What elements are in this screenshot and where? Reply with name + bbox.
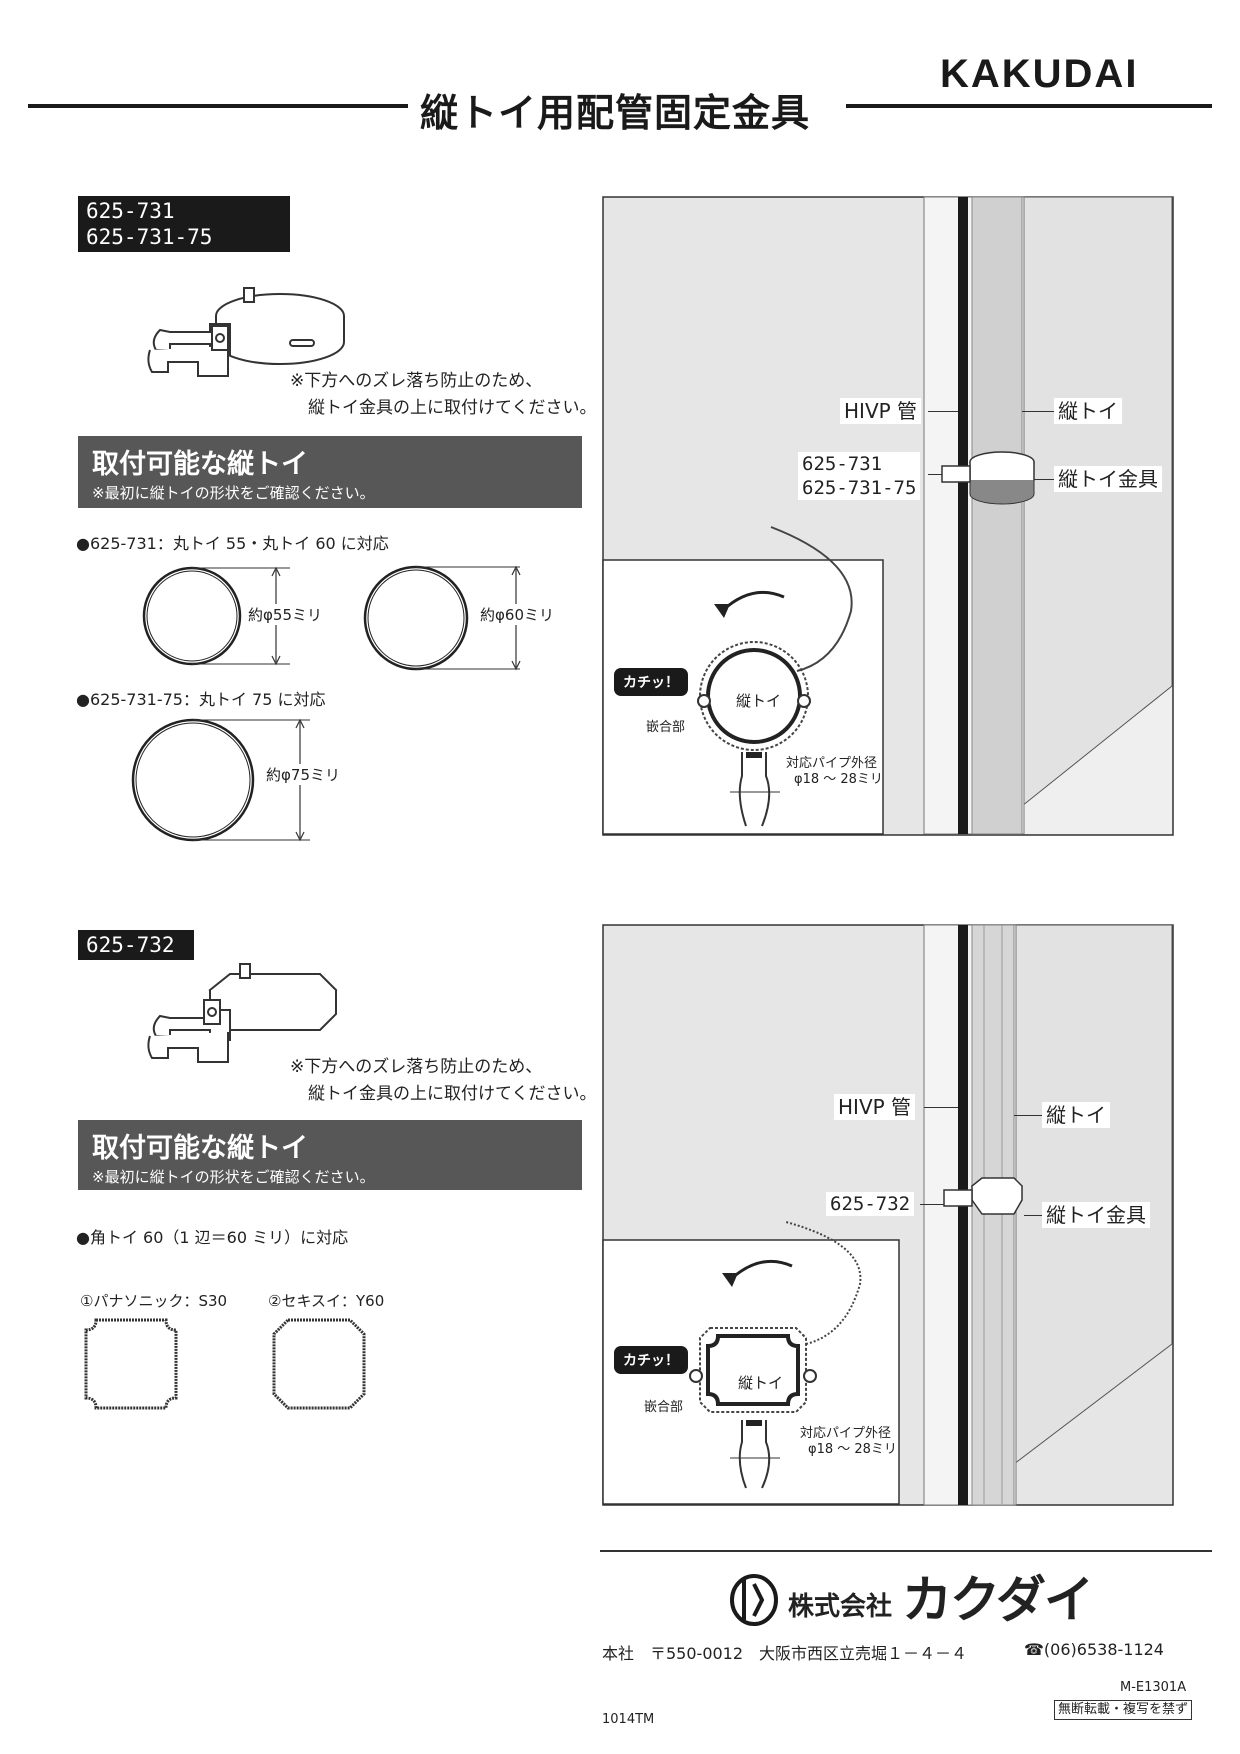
label-code-1: 625-731 625-731-75	[798, 452, 921, 500]
square-bracket-illustration	[147, 963, 338, 1063]
pipe-range-label-2: 対応パイプ外径 φ18 ～ 28ミリ	[800, 1426, 897, 1458]
pipe-range2-line1: 対応パイプ外径	[800, 1426, 892, 1441]
page-title: 縦トイ用配管固定金具	[420, 91, 811, 135]
print-code: 1014TM	[602, 1712, 655, 1727]
inset-downspout-label-2: 縦トイ	[736, 1372, 786, 1393]
banner-subtitle: ※最初に縦トイの形状をご確認ください。	[92, 484, 375, 502]
installation-diagram-round	[602, 196, 1174, 836]
label-hivp-pipe: HIVP 管	[840, 398, 922, 424]
compatible-gutter-banner-2: 取付可能な縦トイ ※最初に縦トイの形状をご確認ください。	[78, 1120, 582, 1190]
leader-downspout	[1022, 411, 1054, 412]
dim-75-label: 約φ75ミリ	[264, 764, 342, 785]
banner2-subtitle: ※最初に縦トイの形状をご確認ください。	[92, 1168, 375, 1186]
product-code-2: 625-731-75	[86, 225, 213, 249]
product-code-1: 625-731	[86, 199, 175, 223]
leader-bracket-2	[1024, 1215, 1042, 1216]
installation-note: ※下方へのズレ落ち防止のため、 縦トイ金具の上に取付けてください。	[290, 368, 597, 422]
copyright-notice: 無断転載・複写を禁ず	[1054, 1700, 1193, 1720]
leader-bracket	[1034, 479, 1054, 480]
label-bracket: 縦トイ金具	[1054, 466, 1162, 492]
company-phone: ☎(06)6538-1124	[1024, 1640, 1164, 1659]
product-code-3: 625-732	[86, 933, 175, 957]
label-hivp-pipe-2: HIVP 管	[834, 1094, 916, 1120]
company-name: カクダイ	[902, 1571, 1094, 1629]
banner2-title: 取付可能な縦トイ	[92, 1133, 308, 1164]
joint-label-2: 嵌合部	[644, 1400, 684, 1415]
label-code-3: 625-732	[826, 1192, 915, 1216]
joint-label: 嵌合部	[646, 720, 686, 735]
pipe-range2-line2: φ18 ～ 28ミリ	[808, 1442, 897, 1457]
square-gutter-s30-shape	[84, 1318, 178, 1410]
note-line-2: 縦トイ金具の上に取付けてください。	[308, 398, 597, 418]
dim-60-label: 約φ60ミリ	[478, 604, 556, 625]
dim-55-label: 約φ55ミリ	[246, 604, 324, 625]
spec-round-75: ●625-731-75：丸トイ 75 に対応	[76, 690, 326, 709]
leader-hivp	[928, 411, 958, 412]
product-code-box-2: 625-732	[78, 930, 194, 960]
pipe-range-line1: 対応パイプ外径	[786, 756, 878, 771]
label-downspout: 縦トイ	[1054, 398, 1122, 424]
option-sekisui: ②セキスイ：Y60	[268, 1292, 385, 1310]
brand-logo-text: KAKUDAI	[940, 52, 1139, 96]
label-code-1-line2: 625-731-75	[802, 477, 917, 499]
spec-square-60: ●角トイ 60（1 辺＝60 ミリ）に対応	[76, 1228, 349, 1247]
header-rule-left	[28, 104, 408, 108]
banner-title: 取付可能な縦トイ	[92, 449, 308, 480]
leader-hivp-2	[924, 1107, 958, 1108]
round-gutter-55-diagram	[142, 566, 290, 666]
spec-round-55-60: ●625-731：丸トイ 55・丸トイ 60 に対応	[76, 534, 389, 553]
square-gutter-y60-shape	[272, 1318, 366, 1410]
round-bracket-illustration	[147, 287, 345, 377]
label-downspout-2: 縦トイ	[1042, 1102, 1110, 1128]
header-rule-right	[846, 104, 1212, 108]
company-name-prefix: 株式会社	[788, 1592, 893, 1622]
click-sound-bubble: カチッ！	[614, 668, 688, 696]
installation-note-2: ※下方へのズレ落ち防止のため、 縦トイ金具の上に取付けてください。	[290, 1054, 597, 1108]
note2-line-2: 縦トイ金具の上に取付けてください。	[308, 1084, 597, 1104]
leader-downspout-2	[1014, 1115, 1042, 1116]
pipe-range-label: 対応パイプ外径 φ18 ～ 28ミリ	[786, 756, 883, 788]
leader-code-3	[920, 1204, 944, 1205]
company-address: 本社 〒550-0012 大阪市西区立売堀１－４－４	[602, 1644, 968, 1663]
leader-code-1	[928, 474, 942, 475]
compatible-gutter-banner: 取付可能な縦トイ ※最初に縦トイの形状をご確認ください。	[78, 436, 582, 508]
footer-rule	[600, 1550, 1212, 1552]
option-panasonic: ①パナソニック：S30	[80, 1292, 228, 1310]
note2-line-1: ※下方へのズレ落ち防止のため、	[290, 1057, 543, 1077]
note-line-1: ※下方へのズレ落ち防止のため、	[290, 371, 543, 391]
label-bracket-2: 縦トイ金具	[1042, 1202, 1150, 1228]
label-code-1-line1: 625-731	[802, 453, 883, 475]
click-sound-bubble-2: カチッ！	[614, 1346, 688, 1374]
company-logo-mark	[730, 1574, 778, 1626]
document-code: M-E1301A	[1120, 1680, 1187, 1695]
pipe-range-line2: φ18 ～ 28ミリ	[794, 772, 883, 787]
product-code-box: 625-731 625-731-75	[78, 196, 290, 252]
inset-downspout-label: 縦トイ	[734, 690, 784, 711]
